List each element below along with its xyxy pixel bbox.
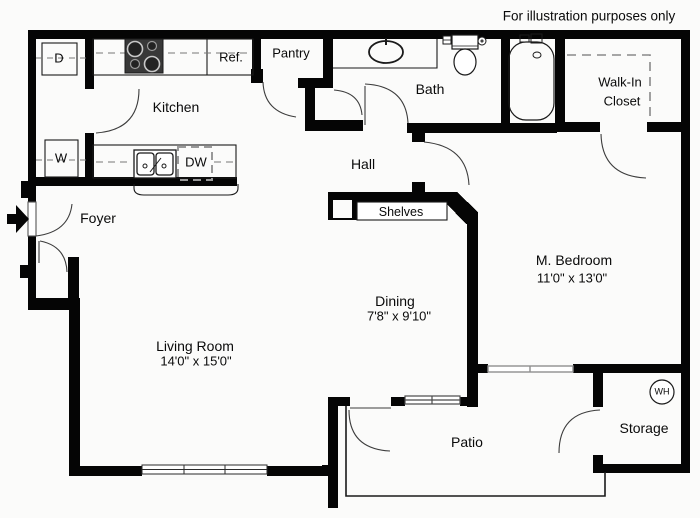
shelves-box xyxy=(356,201,448,221)
room-label-foyer: Foyer xyxy=(80,210,116,226)
pantry-door-arc xyxy=(262,81,297,118)
disclaimer-text: For illustration purposes only xyxy=(502,8,676,24)
fixture-label-washer: W xyxy=(54,150,68,166)
shelves-bracket-notch xyxy=(333,200,352,218)
washer-box xyxy=(36,139,86,178)
dryer-box xyxy=(36,42,86,76)
patio-door xyxy=(348,407,391,452)
patio-outline xyxy=(345,406,606,497)
stove xyxy=(124,38,164,74)
living-patio-slider xyxy=(404,395,461,405)
bedroom-door-arc xyxy=(423,141,470,186)
room-label-kitchen: Kitchen xyxy=(152,99,200,115)
walkin-closet-door-arc xyxy=(600,133,647,179)
walkin-closet-shelf-dashed xyxy=(567,54,651,120)
room-label-pantry: Pantry xyxy=(272,45,310,61)
fixture-label-dishwasher: DW xyxy=(185,154,207,170)
room-dimensions-master-bedroom: 11'0" x 13'0" xyxy=(536,270,608,286)
kitchen-sink xyxy=(133,149,177,179)
fixture-label-shelves: Shelves xyxy=(378,204,424,219)
toilet xyxy=(442,34,487,76)
entry-door xyxy=(27,201,73,237)
room-label-patio: Patio xyxy=(451,434,483,450)
fixture-label-refrigerator: Ref. xyxy=(219,49,243,65)
fixture-label-dryer: D xyxy=(54,50,64,66)
room-label-storage: Storage xyxy=(619,420,669,436)
living-room-window xyxy=(141,464,268,475)
room-label-walkin-line1: Walk-In xyxy=(598,74,642,90)
breakfast-bar xyxy=(133,184,239,196)
fixture-label-water-heater: WH xyxy=(654,386,670,397)
room-label-walkin-line2: Closet xyxy=(603,93,641,109)
bath-door xyxy=(364,83,409,125)
water-heater-circle xyxy=(649,379,675,405)
dishwasher-box xyxy=(177,146,213,181)
room-label-bath: Bath xyxy=(415,81,445,97)
room-label-living-room: Living Room xyxy=(156,338,234,354)
foyer-closet-door xyxy=(38,240,68,273)
room-label-dining: Dining xyxy=(375,293,415,309)
bathtub xyxy=(508,33,555,121)
room-label-hall: Hall xyxy=(350,156,376,172)
bedroom-patio-window xyxy=(487,365,574,373)
laundry-door-arc xyxy=(95,88,140,134)
storage-door-arc xyxy=(558,409,601,454)
doors xyxy=(27,81,647,454)
kitchen-counter-top xyxy=(92,38,254,76)
room-label-master-bedroom: M. Bedroom xyxy=(535,252,613,268)
hall-door-arc xyxy=(333,89,363,116)
entry-arrow-icon xyxy=(7,205,29,233)
room-dimensions-dining: 7'8" x 9'10" xyxy=(366,308,432,324)
room-dimensions-living-room: 14'0" x 15'0" xyxy=(160,353,232,369)
walls xyxy=(20,30,690,508)
bath-vanity xyxy=(333,38,438,69)
